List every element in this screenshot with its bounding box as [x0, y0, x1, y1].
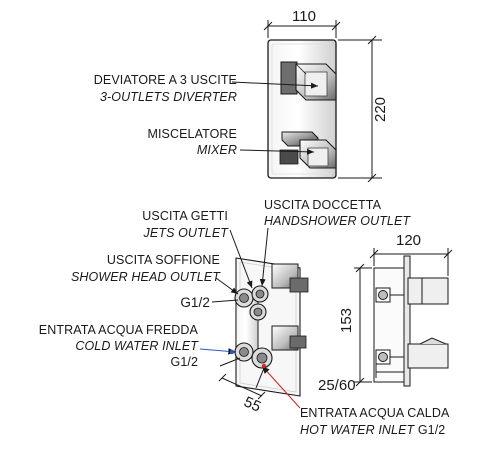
hot-marker: [261, 363, 267, 369]
jets-label-en: JETS OUTLET: [143, 226, 228, 240]
diverter-leader: [231, 81, 319, 89]
handshower-label-en: HANDSHOWER OUTLET: [264, 214, 411, 228]
handshower-leader: [259, 227, 269, 287]
dim-120-text: 120: [396, 232, 422, 249]
valve-body: [234, 263, 309, 369]
dim-220-text: 220: [372, 96, 390, 123]
showerhead-label-it: USCITA SOFFIONE: [106, 253, 220, 267]
dim-220-line: [338, 35, 382, 183]
dim-120-line: [369, 248, 453, 276]
jets-leader: [229, 229, 253, 289]
cold-marker: [229, 349, 235, 355]
hot-leader: [261, 365, 301, 409]
thread-hot-label: G1/2: [417, 423, 446, 437]
dim-25-60-line: [375, 364, 405, 378]
hot-label-en: HOT WATER INLET: [300, 423, 415, 437]
dim-25-60-text: 25/60: [318, 377, 356, 394]
dim-110-text: 110: [292, 8, 316, 25]
showerhead-leader: [215, 277, 239, 295]
diverter-knob: [280, 61, 337, 101]
dim-153-text: 153: [338, 307, 356, 334]
dim-110-line: [263, 20, 341, 38]
dim-153-line: [354, 263, 372, 387]
side-view: [373, 255, 449, 387]
showerhead-label-en: SHOWER HEAD OUTLET: [70, 270, 220, 284]
cold-label-en: COLD WATER INLET: [75, 339, 198, 353]
hot-label-en-row: HOT WATER INLET G1/2: [300, 423, 445, 438]
thread-top-label: G1/2: [180, 295, 210, 310]
dim-55-line: [218, 357, 266, 400]
jets-label-it: USCITA GETTI: [142, 209, 228, 223]
mixer-label-it: MISCELATORE: [147, 127, 237, 141]
mixer-label-en: MIXER: [196, 143, 237, 157]
handshower-label-it: USCITA DOCCETTA: [264, 198, 382, 212]
mixer-leader: [239, 148, 315, 155]
cold-label-it: ENTRATA ACQUA FREDDA: [38, 323, 198, 337]
g12-leader: [211, 299, 239, 303]
diverter-label-it: DEVIATORE A 3 USCITE: [93, 73, 237, 87]
thread-cold-label: G1/2: [170, 355, 198, 369]
diverter-label-en: 3-OUTLETS DIVERTER: [99, 90, 237, 104]
hot-label-it: ENTRATA ACQUA CALDA: [300, 406, 450, 420]
